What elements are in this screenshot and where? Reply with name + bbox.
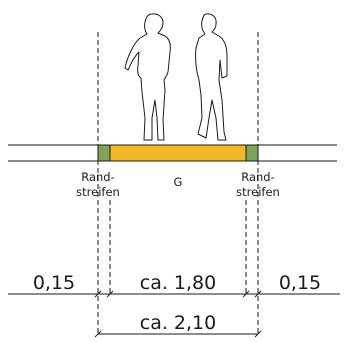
- dimension-tick: [94, 330, 102, 338]
- edge-strip-right-label-line1: Rand-: [241, 170, 275, 184]
- dimension-tick: [94, 290, 102, 298]
- dimension-line-lower: [94, 330, 262, 338]
- dimension-line-upper: [8, 290, 340, 298]
- path-surface: [109, 144, 247, 162]
- path-cross-section: [8, 144, 337, 162]
- path-label: G: [174, 175, 183, 189]
- dimension-path-width: ca. 1,80: [140, 272, 216, 294]
- dimension-tick: [254, 290, 262, 298]
- edge-strip-right-label-line2: streifen: [236, 185, 280, 199]
- dimension-right-strip: 0,15: [279, 272, 321, 294]
- pedestrian-right-icon: [195, 13, 228, 141]
- dimension-tick: [242, 290, 250, 298]
- pedestrian-left-icon: [124, 13, 171, 141]
- dimension-tick: [254, 330, 262, 338]
- dimension-left-strip: 0,15: [33, 272, 75, 294]
- extension-lines: [97, 32, 259, 335]
- dimension-tick: [106, 290, 114, 298]
- dimension-total-width: ca. 2,10: [140, 312, 216, 334]
- edge-strip-left: [97, 144, 111, 162]
- edge-strip-right: [245, 144, 259, 162]
- edge-strip-left-label-line2: streifen: [76, 185, 120, 199]
- edge-strip-left-label-line1: Rand-: [81, 170, 115, 184]
